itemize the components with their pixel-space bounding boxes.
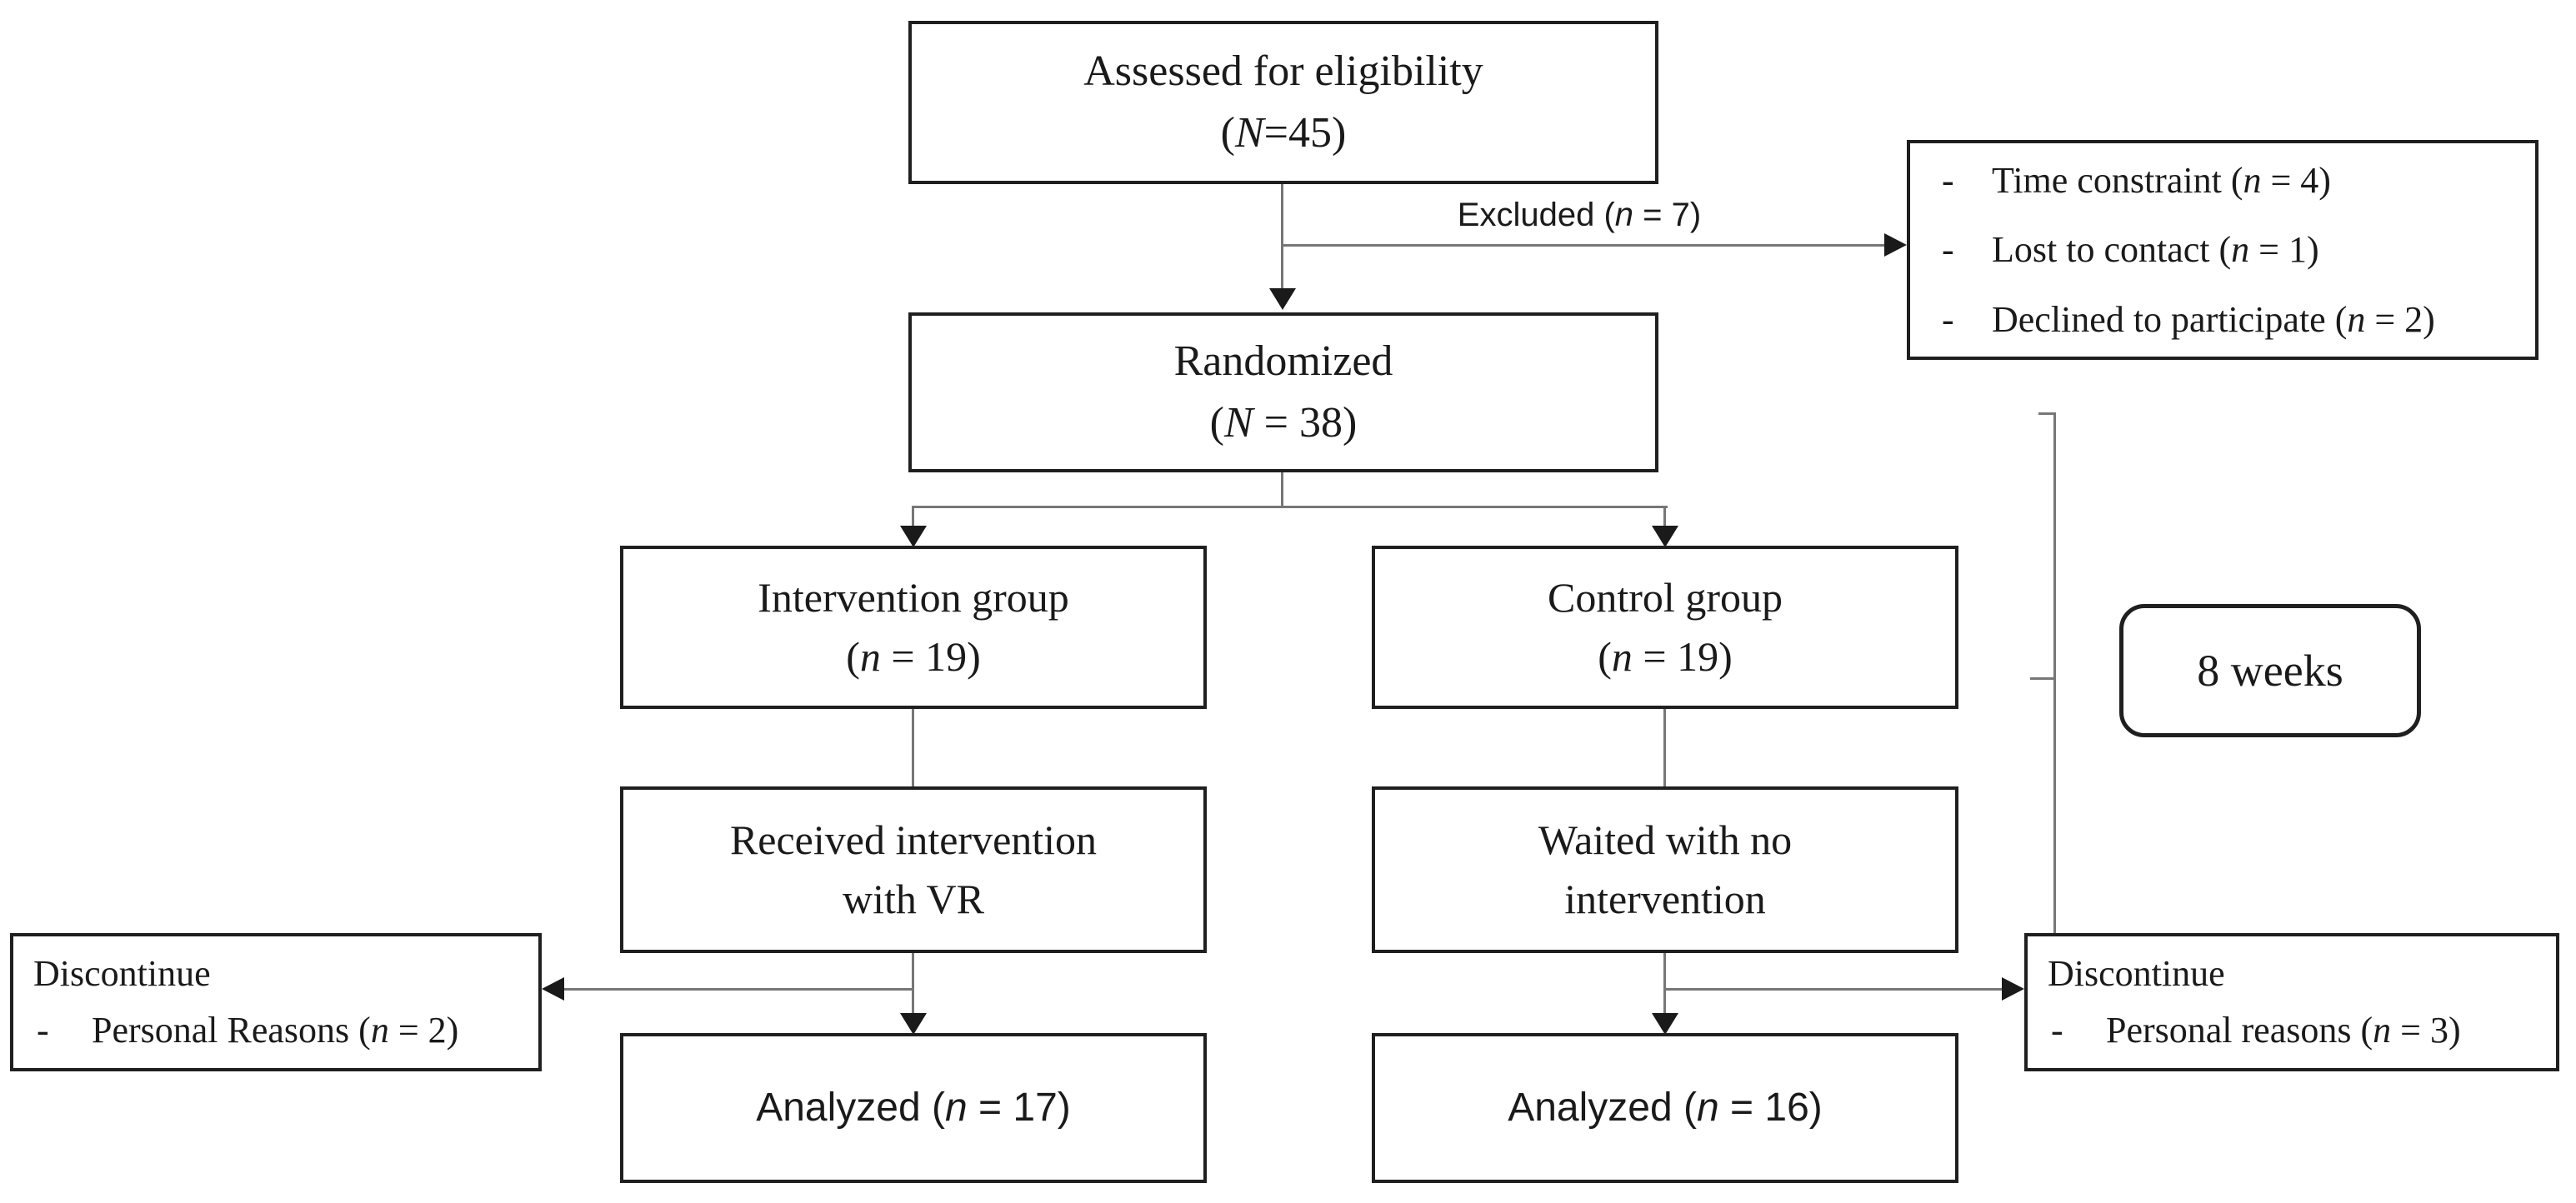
control-count: (n = 19) (1598, 633, 1733, 680)
analyzed-control-label: Analyzed (n = 16) (1508, 1085, 1823, 1130)
connector-waited-analyzed (1663, 953, 1666, 1015)
control-title: Control group (1548, 574, 1783, 621)
intervention-title: Intervention group (758, 574, 1069, 621)
intervention-count: (n = 19) (846, 633, 981, 680)
received-line2: with VR (843, 876, 984, 922)
discontinue-intervention-box: Discontinue -Personal Reasons (n = 2) (10, 933, 542, 1071)
control-group-box: Control group (n = 19) (1372, 546, 1958, 709)
arrow-down-randomized-icon (1269, 288, 1296, 310)
randomized-count: (N = 38) (1209, 399, 1358, 447)
assessed-title: Assessed for eligibility (1083, 47, 1483, 96)
arrow-left-discontinue-icon (542, 977, 564, 1001)
timeline-bracket-middle-tick (2030, 677, 2056, 680)
analyzed-intervention-box: Analyzed (n = 17) (620, 1033, 1207, 1183)
discontinue-left-reason: -Personal Reasons (n = 2) (37, 1010, 459, 1051)
received-line1: Received intervention (729, 816, 1098, 863)
timeline-bracket-top-tick (2038, 412, 2056, 415)
arrow-down-intervention-icon (900, 526, 927, 547)
excluded-reason-item: -Time constraint (n = 4) (1942, 159, 2331, 201)
connector-discontinue-left-branch (564, 988, 914, 991)
arrow-down-analyzed-control-icon (1652, 1013, 1678, 1035)
waited-line2: intervention (1564, 876, 1766, 922)
connector-discontinue-right-branch (1665, 988, 2002, 991)
analyzed-control-box: Analyzed (n = 16) (1372, 1033, 1958, 1183)
intervention-group-box: Intervention group (n = 19) (620, 546, 1207, 709)
randomized-box: Randomized (N = 38) (908, 312, 1658, 472)
connector-split-bar (912, 506, 1668, 508)
arrow-down-control-icon (1652, 526, 1678, 547)
discontinue-right-title: Discontinue (2048, 952, 2225, 994)
arrow-down-analyzed-intervention-icon (900, 1013, 927, 1035)
waited-no-intervention-box: Waited with no intervention (1372, 786, 1958, 953)
connector-split-right-drop (1663, 506, 1666, 527)
connector-excluded-branch (1282, 244, 1885, 247)
analyzed-intervention-label: Analyzed (n = 17) (756, 1085, 1071, 1130)
assessed-count: (N=45) (1220, 109, 1347, 157)
randomized-title: Randomized (1173, 337, 1393, 386)
discontinue-left-title: Discontinue (33, 952, 211, 994)
connector-assessed-randomized (1281, 184, 1283, 291)
excluded-arrow-label: Excluded (n = 7) (1457, 197, 1702, 233)
duration-label: 8 weeks (2197, 645, 2343, 696)
connector-received-analyzed (912, 953, 914, 1015)
arrow-right-discontinue-icon (2002, 977, 2024, 1001)
duration-box: 8 weeks (2119, 604, 2421, 737)
discontinue-control-box: Discontinue -Personal reasons (n = 3) (2024, 933, 2559, 1071)
discontinue-right-reason: -Personal reasons (n = 3) (2051, 1010, 2461, 1051)
connector-intervention-received (912, 709, 914, 786)
connector-randomized-split (1281, 472, 1283, 507)
arrow-right-excluded-icon (1884, 233, 1907, 257)
connector-control-waited (1663, 709, 1666, 786)
excluded-reasons-box: -Time constraint (n = 4) -Lost to contac… (1907, 140, 2538, 360)
excluded-reason-item: -Lost to contact (n = 1) (1942, 229, 2319, 271)
timeline-bracket (2053, 412, 2056, 940)
assessed-box: Assessed for eligibility (N=45) (908, 21, 1658, 184)
received-intervention-box: Received intervention with VR (620, 786, 1207, 953)
excluded-reason-item: -Declined to participate (n = 2) (1942, 298, 2435, 340)
waited-line1: Waited with no (1538, 816, 1793, 863)
connector-split-left-drop (912, 506, 914, 527)
